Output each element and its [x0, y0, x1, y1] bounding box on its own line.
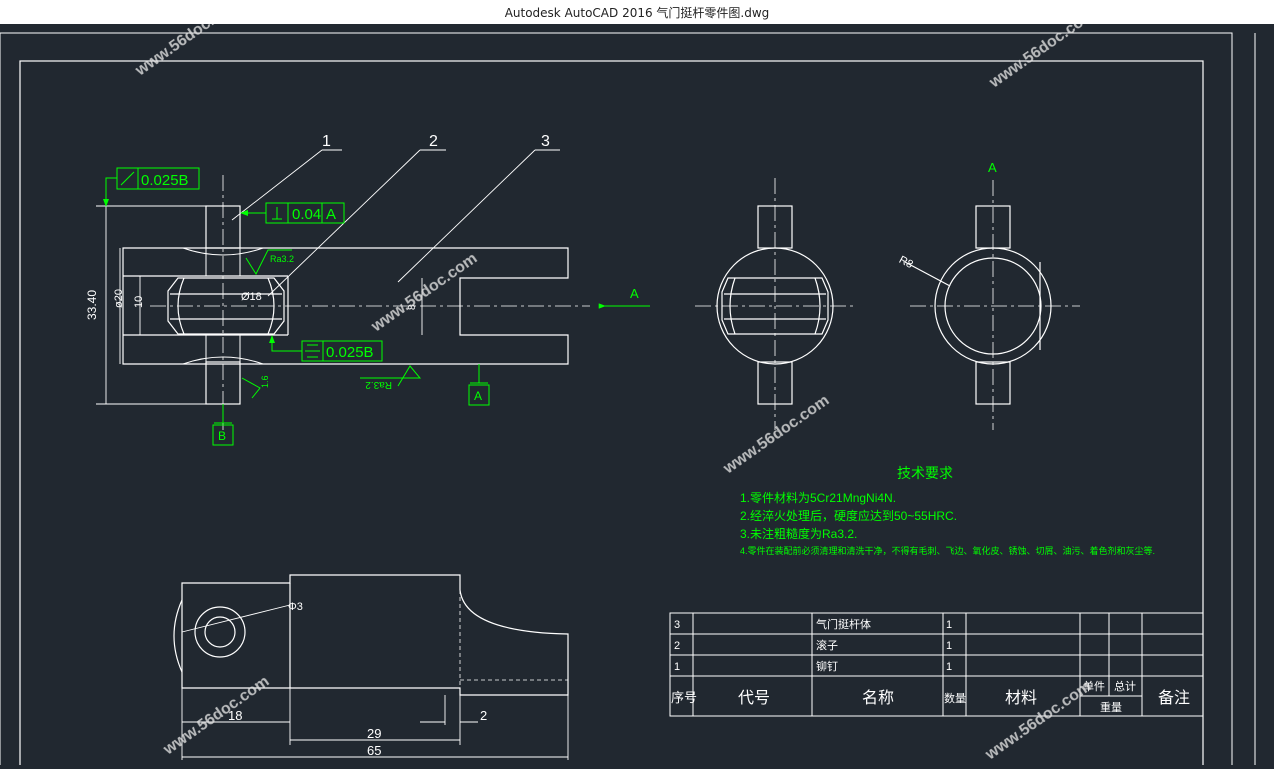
bom-header-material: 材料 — [1005, 689, 1037, 707]
watermark-1: www.56doc.com — [132, 24, 245, 80]
dim-r8: R8 — [897, 254, 915, 271]
side-view-1 — [695, 178, 855, 430]
balloon-1: 1 — [322, 133, 331, 150]
dim-d18: Ø18 — [241, 291, 262, 303]
main-view — [122, 175, 590, 430]
tech-line-2: 2.经淬火处理后，硬度应达到50~55HRC. — [740, 508, 957, 523]
tol-perp-ref: A — [326, 206, 336, 223]
datum-a: A — [474, 389, 482, 403]
inner-frame — [19, 60, 1204, 767]
watermark-2: www.56doc.com — [986, 24, 1099, 92]
bom-row-2-qty: 1 — [946, 640, 952, 652]
balloon-3: 3 — [541, 133, 550, 150]
balloon-2: 2 — [429, 133, 438, 150]
datum-b: B — [218, 429, 226, 443]
bottom-dimensions — [181, 688, 569, 760]
tech-line-4: 4.零件在装配前必须清理和清洗干净，不得有毛刺、飞边、氧化皮、锈蚀、切屑、油污、… — [740, 545, 1155, 556]
bom-header-name: 名称 — [862, 689, 894, 707]
dim-phi3: Φ3 — [288, 601, 303, 613]
roughness-3: Ra3.2 — [365, 379, 392, 390]
tol-perp-value: 0.04 — [292, 206, 321, 223]
watermark-5: www.56doc.com — [160, 673, 273, 759]
bom-table — [669, 612, 1204, 717]
bom-header-no: 序号 — [671, 690, 697, 705]
dim-65: 65 — [367, 743, 381, 758]
side-view-a — [904, 180, 1080, 430]
tech-line-1: 1.零件材料为5Cr21MngNi4N. — [740, 491, 896, 505]
watermarks: www.56doc.com www.56doc.com www.56doc.co… — [132, 0, 1099, 764]
tech-line-3: 3.未注粗糙度为Ra3.2. — [740, 526, 857, 541]
bom-header-code: 代号 — [738, 689, 770, 707]
bom-row-1-qty: 1 — [946, 661, 952, 673]
view-arrow-label: A — [630, 286, 639, 301]
bom-row-2-name: 滚子 — [816, 638, 838, 652]
dim-29: 29 — [367, 726, 381, 741]
bom-header-weight: 重量 — [1100, 700, 1122, 714]
bom-row-2-no: 2 — [674, 640, 680, 652]
tol-runout-value: 0.025B — [141, 172, 189, 189]
bom-header-remark: 备注 — [1158, 689, 1190, 707]
bom-header-qty: 数量 — [944, 692, 966, 705]
dim-18: 18 — [228, 708, 242, 723]
bom-header-unit: 单件 — [1083, 680, 1105, 693]
dim-8: 8 — [407, 304, 418, 310]
roughness-1: Ra3.2 — [270, 254, 294, 264]
bottom-view — [173, 574, 569, 696]
dim-3340: 33.40 — [85, 290, 99, 320]
gdt-annotations — [103, 167, 490, 446]
tech-title: 技术要求 — [897, 465, 953, 481]
dim-2: 2 — [480, 708, 487, 723]
roughness-2: 1.6 — [260, 375, 270, 388]
watermark-6: www.56doc.com — [982, 678, 1095, 764]
bom-row-3-no: 3 — [674, 619, 680, 631]
watermark-4: www.56doc.com — [720, 392, 833, 478]
bom-row-1-no: 1 — [674, 661, 680, 673]
bom-header-total: 总计 — [1114, 679, 1136, 693]
side-view-label: A — [988, 160, 997, 175]
window-title: Autodesk AutoCAD 2016 气门挺杆零件图.dwg — [504, 6, 770, 20]
tol-sym-value: 0.025B — [326, 344, 374, 361]
dim-10: 10 — [133, 296, 145, 308]
bom-row-3-qty: 1 — [946, 619, 952, 631]
bom-row-3-name: 气门挺杆体 — [816, 617, 871, 631]
dim-d20: ø20 — [113, 289, 125, 308]
bom-row-1-name: 铆钉 — [816, 659, 838, 673]
title-bar: Autodesk AutoCAD 2016 气门挺杆零件图.dwg — [0, 0, 1274, 25]
watermark-3: www.56doc.com — [368, 250, 481, 336]
